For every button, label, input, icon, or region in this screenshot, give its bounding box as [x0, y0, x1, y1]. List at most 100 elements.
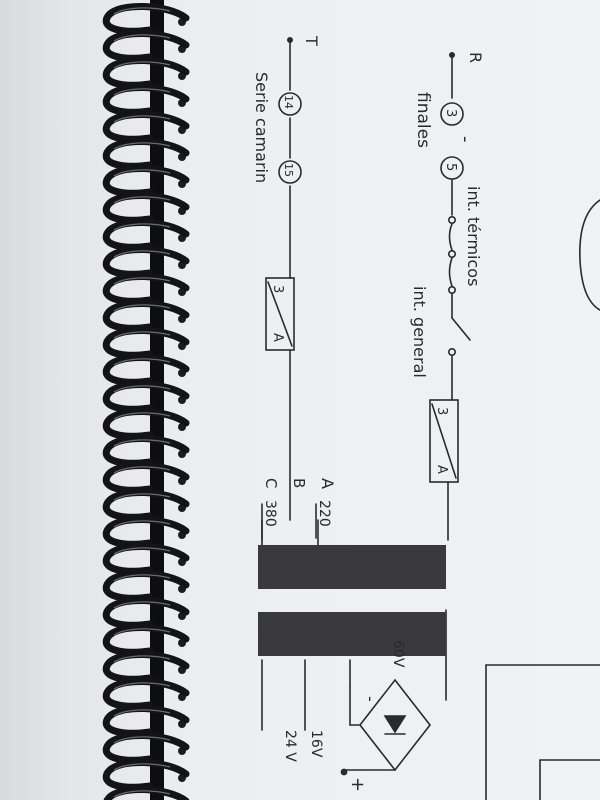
spiral-coil	[102, 84, 190, 116]
general-switch-blade	[451, 317, 471, 341]
plus-terminal	[340, 768, 348, 776]
label-relay-1-top: 3	[434, 407, 449, 415]
spiral-highlight	[113, 277, 171, 285]
spiral-coil	[102, 57, 190, 89]
general-switch-contact	[447, 347, 456, 356]
terminal-14-circle	[278, 92, 302, 116]
spiral-coil	[102, 192, 190, 224]
contact-arc-2	[448, 257, 453, 287]
spiral-highlight	[113, 385, 171, 393]
label-relay-1-bottom: A	[434, 465, 449, 474]
spiral-highlight	[113, 115, 171, 123]
relay-1-diagonal	[431, 403, 457, 479]
spiral-highlight	[113, 628, 171, 636]
label-plus: +	[347, 777, 368, 792]
contact-2	[447, 250, 456, 259]
relay-1-box	[429, 399, 459, 483]
spiral-coil	[102, 570, 190, 602]
spiral-coil	[102, 327, 190, 359]
label-tap-b: B	[290, 478, 308, 488]
relay-2-diagonal	[267, 281, 293, 347]
wire-t-dot	[286, 36, 293, 43]
spiral-highlight	[113, 466, 171, 474]
spiral-highlight	[113, 736, 171, 744]
relay-2-box	[265, 277, 295, 351]
label-60v: 60V	[390, 640, 406, 668]
label-tap-a: A	[318, 478, 337, 489]
spiral-highlight	[113, 574, 171, 582]
contact-1	[447, 216, 456, 225]
label-phase-r: R	[466, 52, 485, 63]
partial-circle	[579, 199, 600, 311]
spiral-highlight	[113, 331, 171, 339]
label-16v: 16V	[308, 730, 324, 758]
spiral-coil	[102, 354, 190, 386]
label-tap-c: C	[262, 478, 280, 488]
core-primary	[258, 545, 446, 589]
spiral-highlight	[113, 88, 171, 96]
terminal-5-circle	[440, 156, 464, 180]
spiral-highlight	[113, 493, 171, 501]
spiral-coil	[102, 408, 190, 440]
spiral-highlight	[113, 61, 171, 69]
spiral-coil	[102, 381, 190, 413]
spiral-coil	[102, 219, 190, 251]
label-terminal-3: 3	[443, 109, 458, 117]
label-relay-2-top: 3	[270, 285, 285, 293]
transformer-core	[258, 545, 446, 656]
label-phase-t: T	[302, 35, 321, 46]
spiral-highlight	[113, 709, 171, 717]
spiral-coil	[102, 165, 190, 197]
spiral-highlight	[113, 250, 171, 258]
spiral-coil	[102, 489, 190, 521]
spiral-coil	[102, 597, 190, 629]
label-terminal-15: 15	[282, 163, 295, 177]
spiral-coil	[102, 759, 190, 791]
spiral-coil	[102, 246, 190, 278]
spiral-coil	[102, 435, 190, 467]
contact-3	[447, 285, 456, 294]
spiral-highlight	[113, 682, 171, 690]
spiral-highlight	[113, 196, 171, 204]
spiral-highlight	[113, 304, 171, 312]
spiral-highlight	[113, 169, 171, 177]
label-int-general: int. general	[410, 286, 429, 378]
spiral-highlight	[113, 223, 171, 231]
spiral-highlight	[113, 601, 171, 609]
label-int-termicos: int. térmicos	[464, 186, 483, 286]
spiral-coil	[102, 543, 190, 575]
spiral-coil	[102, 732, 190, 764]
label-220: 220	[316, 500, 332, 527]
diode-symbol	[383, 715, 407, 734]
spiral-coil	[102, 138, 190, 170]
contact-arc-1	[448, 223, 453, 251]
label-serie-camarin: Serie camarin	[252, 72, 271, 183]
core-secondary	[258, 612, 446, 656]
spiral-highlight	[113, 439, 171, 447]
wire-r-dot	[448, 51, 455, 58]
spiral-coil	[102, 462, 190, 494]
spiral-coil	[102, 273, 190, 305]
spiral-coil	[103, 786, 190, 800]
spiral-highlight	[113, 7, 171, 15]
label-finales: finales	[413, 92, 433, 148]
spiral-highlight	[113, 412, 171, 420]
spiral-highlight	[113, 790, 171, 798]
spiral-highlight	[113, 655, 171, 663]
spiral-highlight	[113, 142, 171, 150]
label-380: 380	[262, 500, 278, 527]
spiral-highlight	[113, 520, 171, 528]
spiral-coil	[102, 516, 190, 548]
label-terminal-5: 5	[443, 163, 458, 171]
label-minus: -	[361, 696, 380, 702]
spiral-coil	[102, 651, 190, 683]
spiral-highlight	[113, 547, 171, 555]
label-dash: -	[455, 136, 476, 143]
label-terminal-14: 14	[282, 95, 295, 109]
spiral-coil	[102, 3, 190, 35]
spiral-coil	[102, 705, 190, 737]
spiral-highlight	[113, 763, 171, 771]
